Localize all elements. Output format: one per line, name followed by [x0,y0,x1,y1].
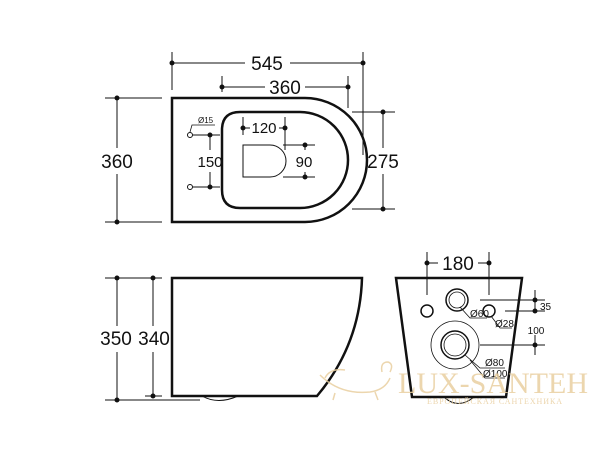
dim-fixing-hole-spacing: 150 [197,154,222,171]
dim-bowl-height: 340 [138,329,170,350]
bathtub-logo-icon [319,361,393,401]
side-view-outline [170,276,364,398]
watermark-tagline: ЕВРОПЕЙСКАЯ САНТЕХНИКА [427,397,562,406]
dim-seat-width: 275 [367,152,399,173]
side-view [105,275,364,403]
dim-offset-outlet: 100 [528,326,545,337]
watermark: LUX-SANTEH ЕВРОПЕЙСКАЯ САНТЕХНИКА [319,361,588,406]
dim-fixing-hole-diameter: Ø15 [198,116,214,125]
bolt-hole-left [420,304,434,318]
outlet-outer [430,320,480,370]
outlet-shape [242,144,287,178]
dim-outlet-inner-diameter: Ø80 [485,358,504,369]
rear-view-outline [394,276,524,399]
top-view-rim [220,110,350,210]
outlet-inner [440,330,470,360]
rear-view [394,252,545,404]
rear-view-foot [443,396,475,404]
bolt-hole-right [482,304,496,318]
fixing-hole-bottom [187,184,193,190]
top-view-outline [170,96,369,224]
dim-bolt-spacing: 180 [442,254,474,275]
dim-offset-top: 35 [540,302,552,313]
watermark-brand: LUX-SANTEH [398,367,588,400]
top-view [105,52,395,225]
dim-overall-width: 360 [101,152,133,173]
dim-overall-length: 545 [251,54,283,75]
fixing-hole-top [187,132,193,138]
dim-total-height: 350 [100,329,132,350]
dim-outlet-width: 90 [296,154,313,171]
dim-outlet-offset: 120 [251,120,276,137]
dim-bolt-hole-diameter: Ø28 [495,319,514,330]
dim-inner-length: 360 [269,78,301,99]
dim-outlet-outer-diameter: Ø100 [483,369,508,380]
dim-inlet-diameter: Ø60 [470,309,489,320]
inlet-pipe [445,288,469,312]
side-view-foot [201,395,239,401]
